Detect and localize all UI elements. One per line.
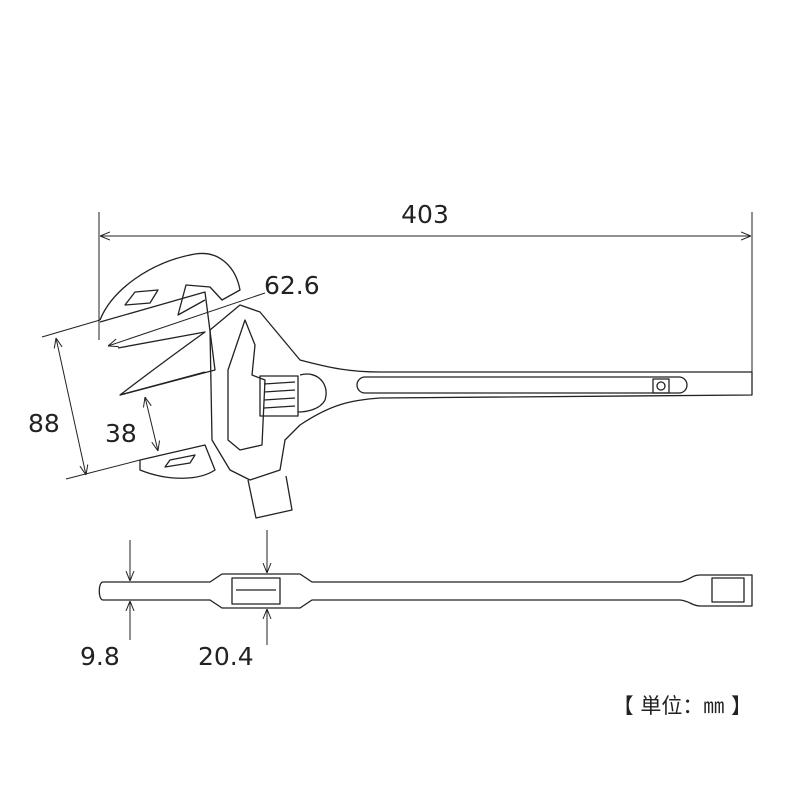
overall-length-label: 403 <box>401 200 449 229</box>
overall-length-dimension: 403 <box>98 200 753 372</box>
wrench-top-view <box>98 573 753 609</box>
worm-gear <box>259 375 299 417</box>
handle-thickness-dimension: 9.8 <box>80 540 130 671</box>
jaw-capacity-dimension: 62.6 <box>108 271 320 346</box>
handle-thickness-label: 9.8 <box>80 642 120 671</box>
head-thickness-dimension: 20.4 <box>198 530 267 671</box>
head-width-label: 88 <box>28 409 60 438</box>
wrench-side-view <box>99 252 753 519</box>
jaw-opening-label: 38 <box>105 419 137 448</box>
unit-label: 【 単位：㎜ 】 <box>613 694 752 718</box>
jaw-opening-dimension: 38 <box>105 397 158 451</box>
head-width-dimension: 88 <box>28 319 141 480</box>
jaw-capacity-label: 62.6 <box>264 271 320 300</box>
head-thickness-label: 20.4 <box>198 642 254 671</box>
